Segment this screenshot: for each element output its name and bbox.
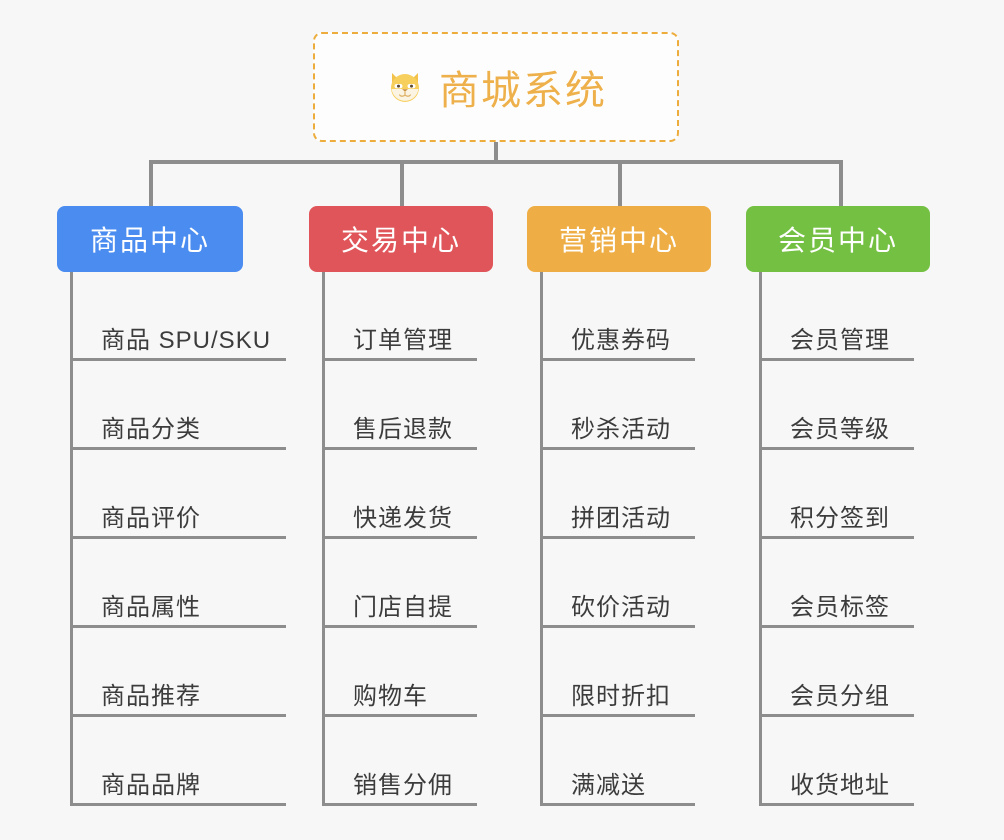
leaf-node[interactable]: 商品分类 — [73, 361, 286, 450]
leaf-node[interactable]: 砍价活动 — [543, 539, 711, 628]
leaf-node[interactable]: 会员管理 — [762, 272, 930, 361]
connector-root-stem — [494, 142, 498, 163]
leaf-label: 满减送 — [571, 772, 646, 799]
leaf-node[interactable]: 购物车 — [325, 628, 493, 717]
connector-drop-1 — [149, 160, 153, 208]
leaf-node[interactable]: 积分签到 — [762, 450, 930, 539]
leaf-underline — [543, 625, 695, 628]
leaf-underline — [325, 358, 477, 361]
leaf-label: 商品属性 — [101, 594, 201, 621]
leaf-label: 快递发货 — [353, 505, 453, 532]
leaf-node[interactable]: 商品属性 — [73, 539, 286, 628]
leaf-underline — [762, 714, 914, 717]
leaf-label: 优惠券码 — [571, 327, 671, 354]
leaf-node[interactable]: 销售分佣 — [325, 717, 493, 806]
leaf-label: 会员管理 — [790, 327, 890, 354]
leaf-label: 商品推荐 — [101, 683, 201, 710]
leaf-node[interactable]: 售后退款 — [325, 361, 493, 450]
connector-drop-3 — [618, 160, 622, 208]
leaf-label: 会员分组 — [790, 683, 890, 710]
leaf-label: 会员等级 — [790, 416, 890, 443]
leaf-underline — [543, 447, 695, 450]
leaf-node[interactable]: 商品推荐 — [73, 628, 286, 717]
leaf-label: 购物车 — [353, 683, 428, 710]
leaf-underline — [762, 447, 914, 450]
leaf-node[interactable]: 商品品牌 — [73, 717, 286, 806]
leaf-underline — [73, 447, 286, 450]
connector-bus — [149, 160, 843, 164]
leaf-label: 售后退款 — [353, 416, 453, 443]
root-title: 商城系统 — [439, 69, 607, 113]
leaf-label: 商品 SPU/SKU — [101, 327, 272, 354]
connector-drop-2 — [400, 160, 404, 208]
leaf-label: 限时折扣 — [571, 683, 671, 710]
branch-trunk: 订单管理售后退款快递发货门店自提购物车销售分佣 — [322, 272, 493, 806]
leaf-label: 商品评价 — [101, 505, 201, 532]
leaf-underline — [73, 358, 286, 361]
dog-face-icon — [385, 67, 425, 107]
leaf-node[interactable]: 优惠券码 — [543, 272, 711, 361]
leaf-underline — [762, 358, 914, 361]
branch-trunk: 商品 SPU/SKU 商品分类商品评价商品属性商品推荐商品品牌 — [70, 272, 286, 806]
leaf-underline — [325, 447, 477, 450]
category-column: 商品中心商品 SPU/SKU 商品分类商品评价商品属性商品推荐商品品牌 — [57, 206, 286, 806]
category-column: 会员中心会员管理会员等级积分签到会员标签会员分组收货地址 — [746, 206, 930, 806]
leaf-label: 秒杀活动 — [571, 416, 671, 443]
category-column: 营销中心优惠券码秒杀活动拼团活动砍价活动限时折扣满减送 — [527, 206, 711, 806]
leaf-underline — [325, 625, 477, 628]
branch-trunk: 优惠券码秒杀活动拼团活动砍价活动限时折扣满减送 — [540, 272, 711, 806]
leaf-underline — [543, 536, 695, 539]
leaf-node[interactable]: 会员等级 — [762, 361, 930, 450]
leaf-node[interactable]: 商品 SPU/SKU — [73, 272, 286, 361]
leaf-underline — [325, 803, 477, 806]
category-header[interactable]: 商品中心 — [57, 206, 243, 272]
leaf-node[interactable]: 订单管理 — [325, 272, 493, 361]
branch-trunk: 会员管理会员等级积分签到会员标签会员分组收货地址 — [759, 272, 930, 806]
leaf-underline — [543, 714, 695, 717]
leaf-node[interactable]: 会员分组 — [762, 628, 930, 717]
leaf-label: 会员标签 — [790, 594, 890, 621]
leaf-label: 收货地址 — [790, 772, 890, 799]
leaf-underline — [762, 536, 914, 539]
leaf-node[interactable]: 拼团活动 — [543, 450, 711, 539]
leaf-underline — [543, 358, 695, 361]
category-header[interactable]: 营销中心 — [527, 206, 711, 272]
leaf-label: 拼团活动 — [571, 505, 671, 532]
category-column: 交易中心订单管理售后退款快递发货门店自提购物车销售分佣 — [309, 206, 493, 806]
leaf-underline — [762, 803, 914, 806]
leaf-node[interactable]: 商品评价 — [73, 450, 286, 539]
leaf-node[interactable]: 会员标签 — [762, 539, 930, 628]
leaf-label: 商品品牌 — [101, 772, 201, 799]
leaf-underline — [73, 803, 286, 806]
leaf-underline — [762, 625, 914, 628]
leaf-node[interactable]: 限时折扣 — [543, 628, 711, 717]
leaf-node[interactable]: 快递发货 — [325, 450, 493, 539]
leaf-node[interactable]: 门店自提 — [325, 539, 493, 628]
leaf-node[interactable]: 满减送 — [543, 717, 711, 806]
leaf-label: 订单管理 — [353, 327, 453, 354]
root-node[interactable]: 商城系统 — [313, 32, 679, 142]
leaf-underline — [543, 803, 695, 806]
leaf-label: 积分签到 — [790, 505, 890, 532]
leaf-label: 商品分类 — [101, 416, 201, 443]
leaf-label: 销售分佣 — [353, 772, 453, 799]
connector-drop-4 — [839, 160, 843, 208]
leaf-node[interactable]: 收货地址 — [762, 717, 930, 806]
leaf-underline — [325, 714, 477, 717]
leaf-underline — [73, 714, 286, 717]
leaf-label: 砍价活动 — [571, 594, 671, 621]
leaf-node[interactable]: 秒杀活动 — [543, 361, 711, 450]
leaf-label: 门店自提 — [353, 594, 453, 621]
leaf-underline — [73, 625, 286, 628]
leaf-underline — [325, 536, 477, 539]
category-header[interactable]: 会员中心 — [746, 206, 930, 272]
leaf-underline — [73, 536, 286, 539]
category-header[interactable]: 交易中心 — [309, 206, 493, 272]
